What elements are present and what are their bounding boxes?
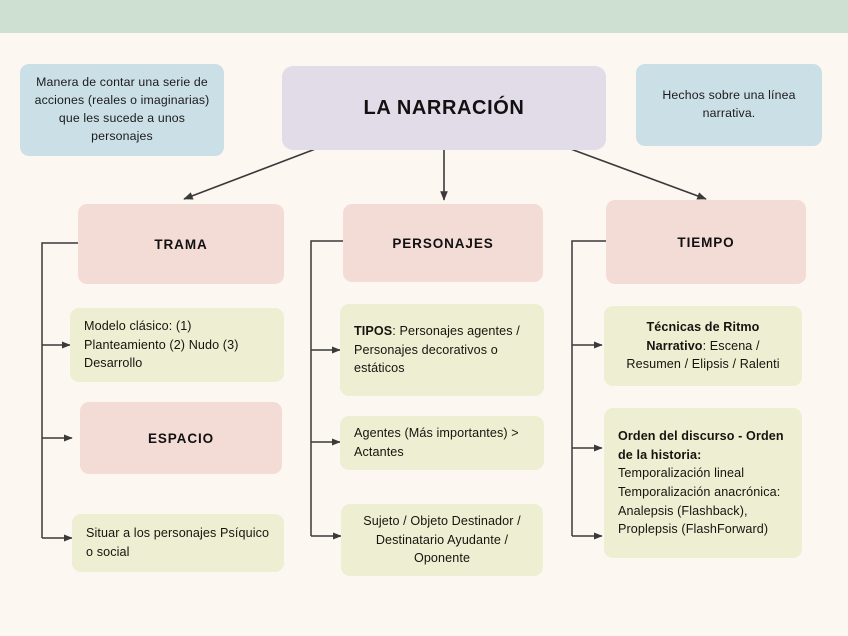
category-espacio-label: ESPACIO bbox=[147, 430, 215, 446]
leaf-modelo-clasico: Modelo clásico: (1) Planteamiento (2) Nu… bbox=[70, 308, 284, 382]
leaf-modelo-clasico-body: Modelo clásico: (1) Planteamiento (2) Nu… bbox=[84, 319, 239, 371]
category-personajes-label: PERSONAJES bbox=[392, 235, 494, 251]
leaf-tecnicas-ritmo-text: Técnicas de Ritmo Narrativo: Escena / Re… bbox=[618, 318, 788, 374]
leaf-tecnicas-ritmo: Técnicas de Ritmo Narrativo: Escena / Re… bbox=[604, 306, 802, 386]
category-trama-label: TRAMA bbox=[154, 236, 208, 252]
leaf-orden-discurso-text: Orden del discurso - Orden de la histori… bbox=[618, 427, 788, 539]
leaf-agentes-actantes-body: Agentes (Más importantes) > Actantes bbox=[354, 426, 519, 459]
title-node: LA NARRACIÓN bbox=[282, 66, 606, 150]
leaf-tipos-body: : Personajes agentes / Personajes decora… bbox=[354, 324, 520, 376]
page-title: LA NARRACIÓN bbox=[363, 96, 525, 119]
spine-trama bbox=[41, 242, 140, 538]
category-personajes: PERSONAJES bbox=[343, 204, 543, 282]
connector-title-to-tiempo bbox=[567, 147, 707, 200]
definition-note: Manera de contar una serie de acciones (… bbox=[20, 64, 224, 156]
leaf-orden-discurso-body: Temporalización lineal Temporalización a… bbox=[618, 466, 781, 537]
leaf-orden-discurso-bold: Orden del discurso - Orden de la histori… bbox=[618, 429, 784, 462]
leaf-tecnicas-ritmo-body: : Escena / Resumen / Elipsis / Ralenti bbox=[626, 338, 780, 372]
leaf-roles-actanciales-text: Sujeto / Objeto Destinador / Destinatari… bbox=[355, 512, 529, 568]
leaf-roles-actanciales-body-real: Sujeto / Objeto Destinador / Destinatari… bbox=[363, 514, 521, 566]
leaf-tipos-bold: TIPOS bbox=[354, 324, 393, 339]
category-espacio: ESPACIO bbox=[80, 402, 282, 474]
facts-note: Hechos sobre una línea narrativa. bbox=[636, 64, 822, 146]
leaf-modelo-clasico-text: Modelo clásico: (1) Planteamiento (2) Nu… bbox=[84, 317, 270, 373]
facts-note-text: Hechos sobre una línea narrativa. bbox=[662, 88, 796, 120]
leaf-situar-personajes-body: Situar a los personajes Psíquico o socia… bbox=[86, 526, 270, 559]
leaf-roles-actanciales: Sujeto / Objeto Destinador / Destinatari… bbox=[341, 504, 543, 576]
leaf-tipos: TIPOS: Personajes agentes / Personajes d… bbox=[340, 304, 544, 396]
leaf-situar-personajes: Situar a los personajes Psíquico o socia… bbox=[72, 514, 284, 572]
leaf-orden-discurso: Orden del discurso - Orden de la histori… bbox=[604, 408, 802, 558]
leaf-tipos-text: TIPOS: Personajes agentes / Personajes d… bbox=[354, 322, 530, 378]
leaf-tecnicas-ritmo-bold: Técnicas de Ritmo Narrativo bbox=[646, 320, 760, 353]
definition-note-text: Manera de contar una serie de acciones (… bbox=[34, 75, 210, 143]
category-tiempo: TIEMPO bbox=[606, 200, 806, 284]
leaf-agentes-actantes-text: Agentes (Más importantes) > Actantes bbox=[354, 424, 530, 461]
leaf-situar-personajes-text: Situar a los personajes Psíquico o socia… bbox=[86, 524, 270, 561]
category-tiempo-label: TIEMPO bbox=[677, 234, 735, 250]
top-decorative-band bbox=[0, 0, 848, 33]
category-trama: TRAMA bbox=[78, 204, 284, 284]
leaf-agentes-actantes: Agentes (Más importantes) > Actantes bbox=[340, 416, 544, 470]
